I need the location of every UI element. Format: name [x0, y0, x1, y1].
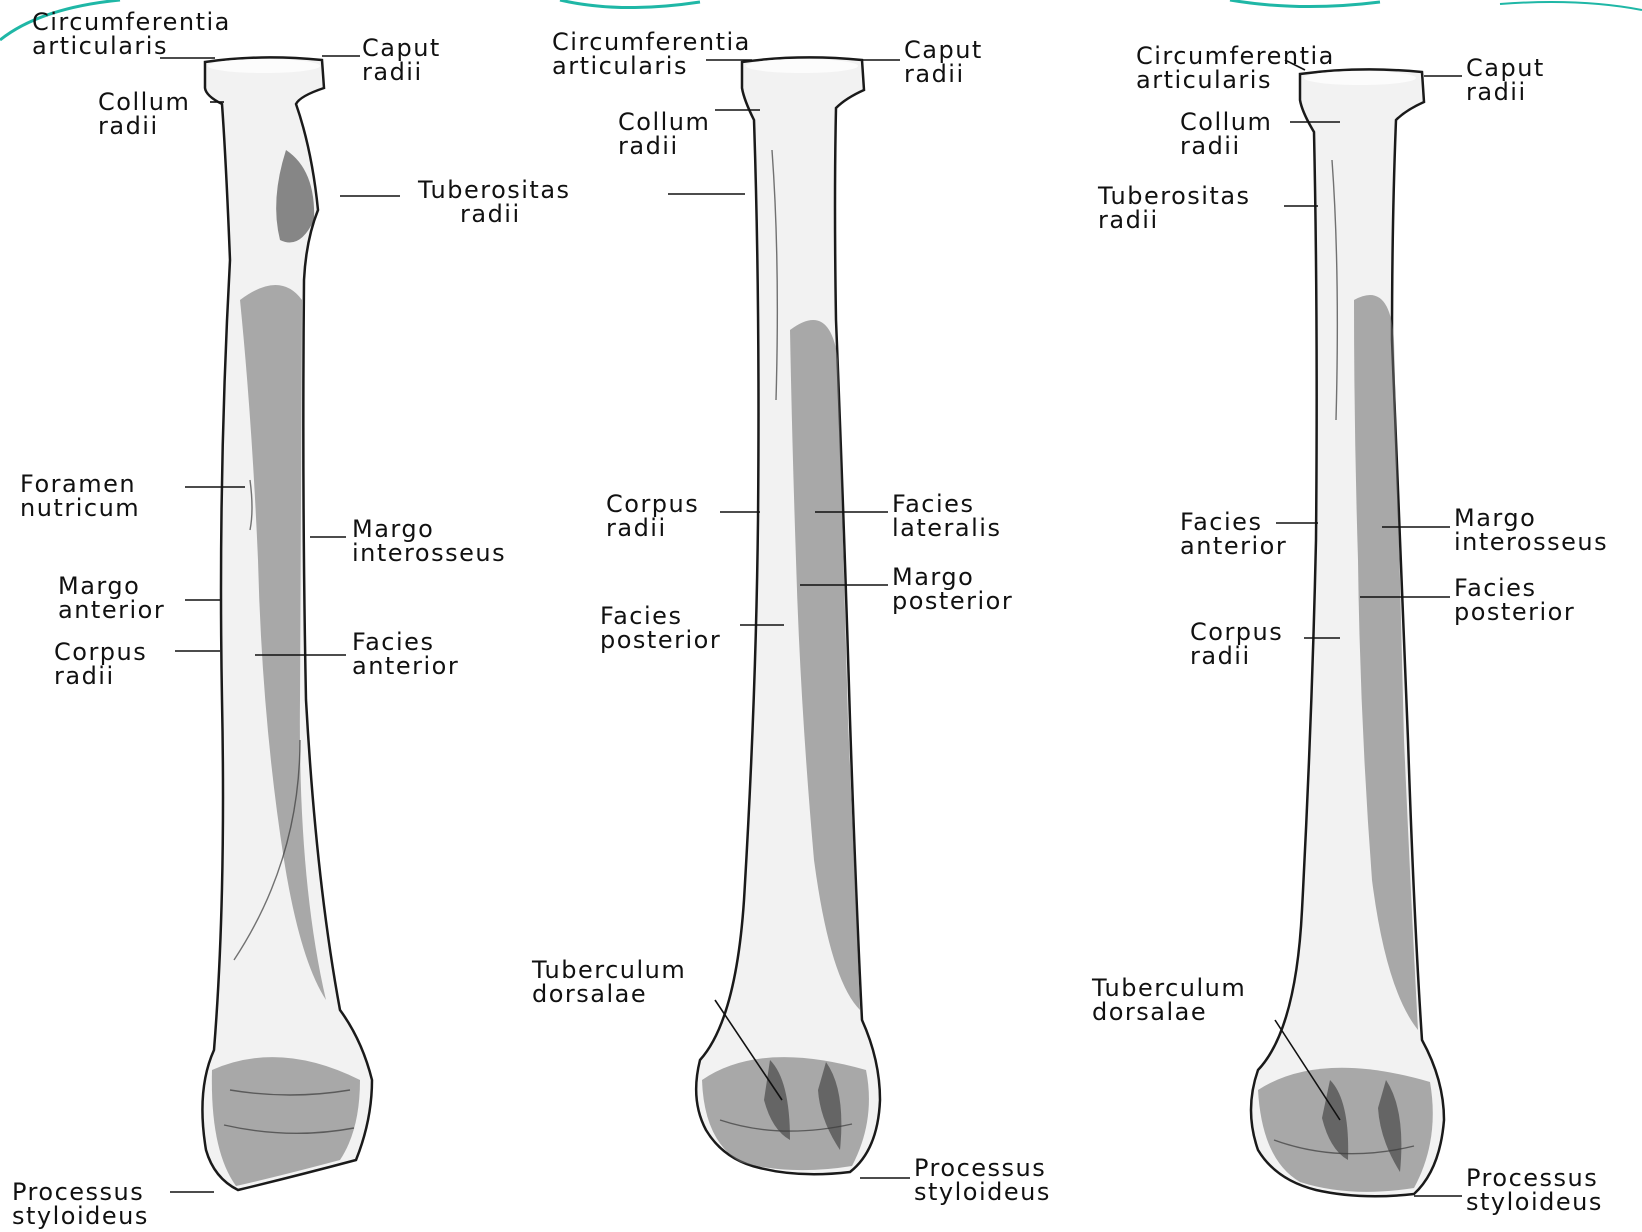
- label-corpus-radii: Corpus radii: [1190, 618, 1292, 670]
- label-margo-posterior: Margo posterior: [892, 563, 1013, 615]
- label-facies-lateralis: Facies lateralis: [892, 490, 1001, 542]
- label-processus-styloideus: Processus styloideus: [12, 1178, 153, 1230]
- label-corpus-radii: Corpus radii: [606, 490, 708, 542]
- label-tuberositas-radii: Tuberositas radii: [1097, 182, 1260, 234]
- label-facies-posterior: Facies posterior: [600, 602, 721, 654]
- label-margo-anterior: Margo anterior: [58, 572, 165, 624]
- label-facies-anterior: Facies anterior: [352, 628, 459, 680]
- label-corpus-radii: Corpus radii: [54, 638, 156, 690]
- label-circumferentia-articularis: Circumferentia articularis: [32, 8, 240, 60]
- label-collum-radii: Collum radii: [98, 88, 200, 140]
- header-accent: [0, 0, 1642, 40]
- label-circumferentia-articularis: Circumferentia articularis: [552, 28, 760, 80]
- radius-bone-anterior-view: [202, 57, 372, 1190]
- label-collum-radii: Collum radii: [1180, 108, 1282, 160]
- label-tuberculum-dorsalae: Tuberculum dorsalae: [1091, 974, 1255, 1026]
- label-tuberculum-dorsalae: Tuberculum dorsalae: [531, 956, 695, 1008]
- label-tuberositas-radii: Tuberositas radii: [417, 176, 580, 228]
- radius-bone-posterior-view: [696, 57, 880, 1174]
- label-margo-interosseus: Margo interosseus: [352, 515, 506, 567]
- label-collum-radii: Collum radii: [618, 108, 720, 160]
- label-caput-radii: Caput radii: [362, 34, 450, 86]
- label-caput-radii: Caput radii: [1466, 54, 1554, 106]
- label-facies-posterior: Facies posterior: [1454, 574, 1575, 626]
- label-caput-radii: Caput radii: [904, 36, 992, 88]
- label-processus-styloideus: Processus styloideus: [1466, 1164, 1607, 1216]
- label-processus-styloideus: Processus styloideus: [914, 1154, 1055, 1206]
- label-margo-interosseus: Margo interosseus: [1454, 504, 1608, 556]
- label-facies-anterior: Facies anterior: [1180, 508, 1287, 560]
- label-foramen-nutricum: Foramen nutricum: [20, 470, 145, 522]
